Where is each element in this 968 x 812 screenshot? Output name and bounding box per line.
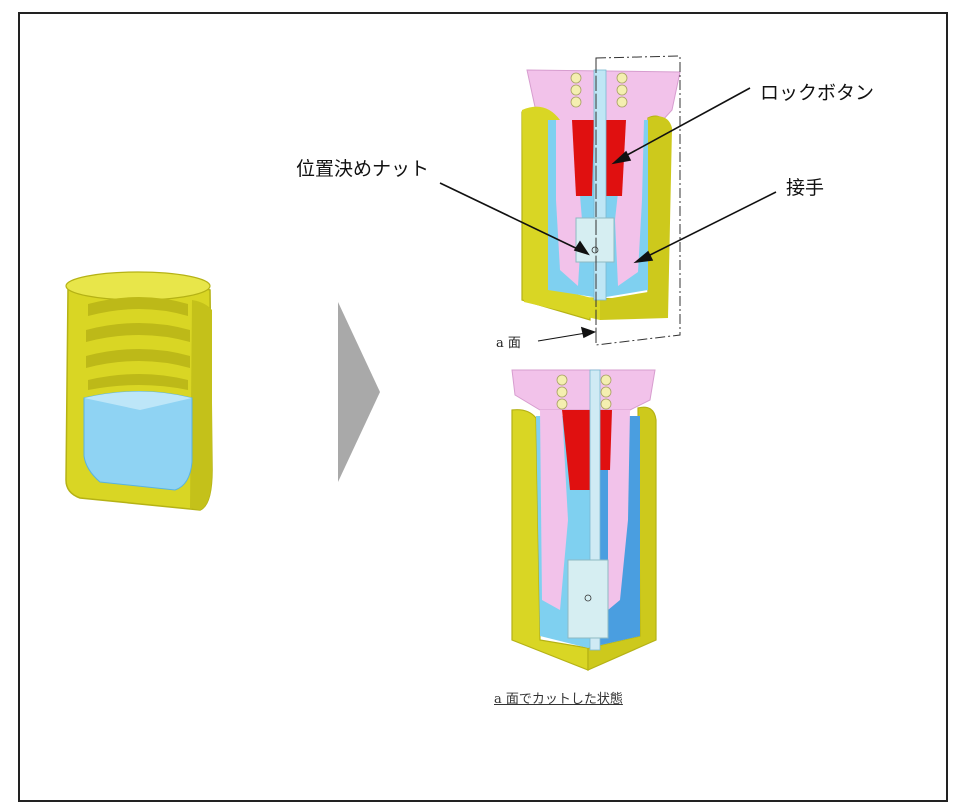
joint-label: 接手	[786, 177, 825, 199]
assembly-cutaway-top	[521, 55, 681, 346]
assembly-cutaway-bottom	[511, 369, 657, 671]
lock-button-label: ロックボタン	[760, 82, 875, 104]
leader-plane-a	[537, 326, 597, 342]
transition-arrow	[338, 302, 380, 482]
leader-positioning-nut	[439, 182, 590, 256]
positioning-nut-label: 位置決めナット	[296, 158, 430, 180]
cut-state-caption: a 面でカットした状態	[494, 692, 623, 707]
leader-lock-button	[611, 87, 751, 165]
leader-joint	[633, 191, 777, 264]
plane-a-label: a 面	[496, 336, 521, 351]
housing-cutaway	[65, 271, 213, 511]
figure-frame	[18, 12, 948, 802]
